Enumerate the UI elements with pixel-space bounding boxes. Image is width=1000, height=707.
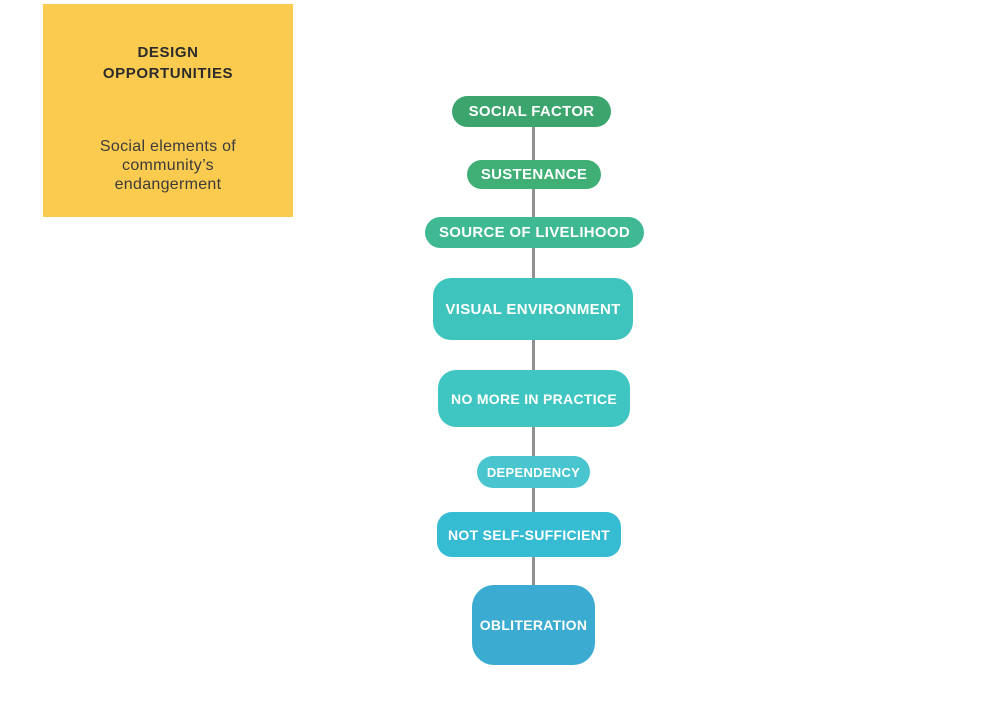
flow-node-no-more-in-practice: NO MORE IN PRACTICE xyxy=(438,370,630,427)
flow-node-visual-environment: VISUAL ENVIRONMENT xyxy=(433,278,633,340)
panel-title: DESIGN OPPORTUNITIES xyxy=(102,44,234,82)
flow-node-dependency: DEPENDENCY xyxy=(477,456,590,488)
flow-node-obliteration: OBLITERATION xyxy=(472,585,595,665)
panel-subtitle: Social elements of community’s endangerm… xyxy=(99,138,237,193)
flow-connector-line xyxy=(532,112,535,625)
flow-node-social-factor: SOCIAL FACTOR xyxy=(452,96,611,127)
flow-node-sustenance: SUSTENANCE xyxy=(467,160,601,189)
flow-node-not-self-sufficient: NOT SELF-SUFFICIENT xyxy=(437,512,621,557)
flow-node-source-of-livelihood: SOURCE OF LIVELIHOOD xyxy=(425,217,644,248)
design-opportunities-panel: DESIGN OPPORTUNITIES Social elements of … xyxy=(43,4,293,217)
